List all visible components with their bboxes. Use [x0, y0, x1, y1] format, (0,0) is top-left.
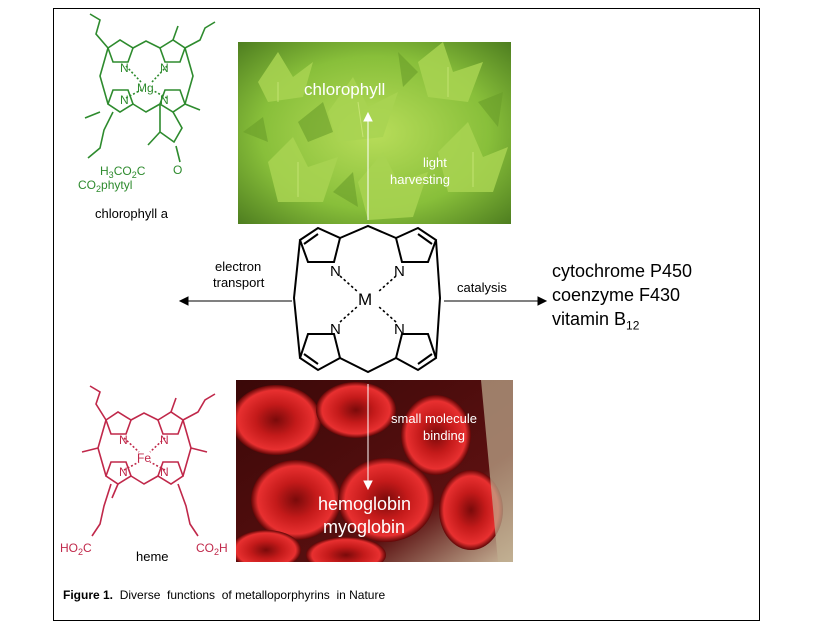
leaf-photo — [238, 42, 511, 224]
photo-arrows — [363, 111, 373, 491]
figure-number: Figure 1. — [63, 588, 114, 602]
chl-ketone: O — [173, 163, 182, 177]
chlorophyll-labels: N N N N Mg O — [120, 61, 182, 177]
arrow-up-head — [363, 111, 373, 122]
chl-n2: N — [160, 61, 169, 75]
myoglobin-label: myoglobin — [323, 517, 406, 537]
figure-caption: Figure 1. Diverse functions of metallopo… — [63, 588, 385, 602]
binding-label: binding — [423, 428, 465, 443]
chlorophyll-a-label: chlorophyll a — [95, 206, 168, 221]
harvesting-label: harvesting — [390, 172, 450, 187]
chl-n1: N — [120, 61, 129, 75]
blood-cell-photo — [236, 380, 513, 562]
hemoglobin-label: hemoglobin — [318, 494, 412, 514]
figure-caption-text: Diverse functions of metalloporphyrins i… — [119, 588, 386, 602]
small-molecule-label: small molecule — [391, 411, 477, 426]
heme-n4: N — [160, 465, 169, 479]
heme-n1: N — [119, 433, 128, 447]
leaf-photo-art — [238, 42, 511, 224]
blood-cell-art — [236, 380, 513, 562]
cytochrome-label: cytochrome P450 — [552, 261, 693, 281]
chlorophyll-photo-title: chlorophyll — [304, 80, 386, 99]
svg-text:HO2C: HO2C — [60, 541, 92, 557]
center-porphyrin — [292, 224, 442, 374]
heme-fe: Fe — [137, 451, 151, 465]
catalysis-label: catalysis — [457, 280, 507, 295]
electron-label: electron — [215, 259, 262, 274]
chlorophyll-structure — [84, 13, 216, 163]
center-n4: N — [394, 321, 405, 338]
coenzyme-label: coenzyme F430 — [552, 285, 681, 305]
heme-structure — [81, 385, 216, 537]
svg-text:CO2phytyl: CO2phytyl — [78, 178, 132, 194]
light-label: light — [423, 155, 447, 170]
center-n3: N — [330, 321, 341, 338]
svg-text:CO2H: CO2H — [196, 541, 228, 557]
arrow-down-head — [363, 480, 373, 491]
center-n1: N — [330, 263, 341, 280]
chl-mg: Mg — [137, 81, 154, 95]
vitamin-label: vitamin B12 — [552, 309, 639, 333]
heme-labels: N N N N Fe HO2C CO2H — [60, 433, 228, 557]
center-labels: N N N N M — [330, 263, 405, 338]
center-n2: N — [394, 263, 405, 280]
figure-frame — [53, 8, 760, 621]
arrow-right-head — [537, 296, 548, 306]
heme-label: heme — [136, 549, 169, 564]
chlorophyll-ester: H3CO2C CO2phytyl — [78, 164, 146, 194]
chl-n4: N — [160, 93, 169, 107]
transport-label: transport — [213, 275, 265, 290]
vitamin-subscript: 12 — [626, 318, 640, 333]
arrows — [178, 296, 548, 306]
chl-n3: N — [120, 93, 129, 107]
heme-n2: N — [160, 433, 169, 447]
center-metal: M — [358, 290, 372, 309]
arrow-left-head — [178, 296, 189, 306]
vitamin-text: vitamin B — [552, 309, 627, 329]
heme-n3: N — [119, 465, 128, 479]
